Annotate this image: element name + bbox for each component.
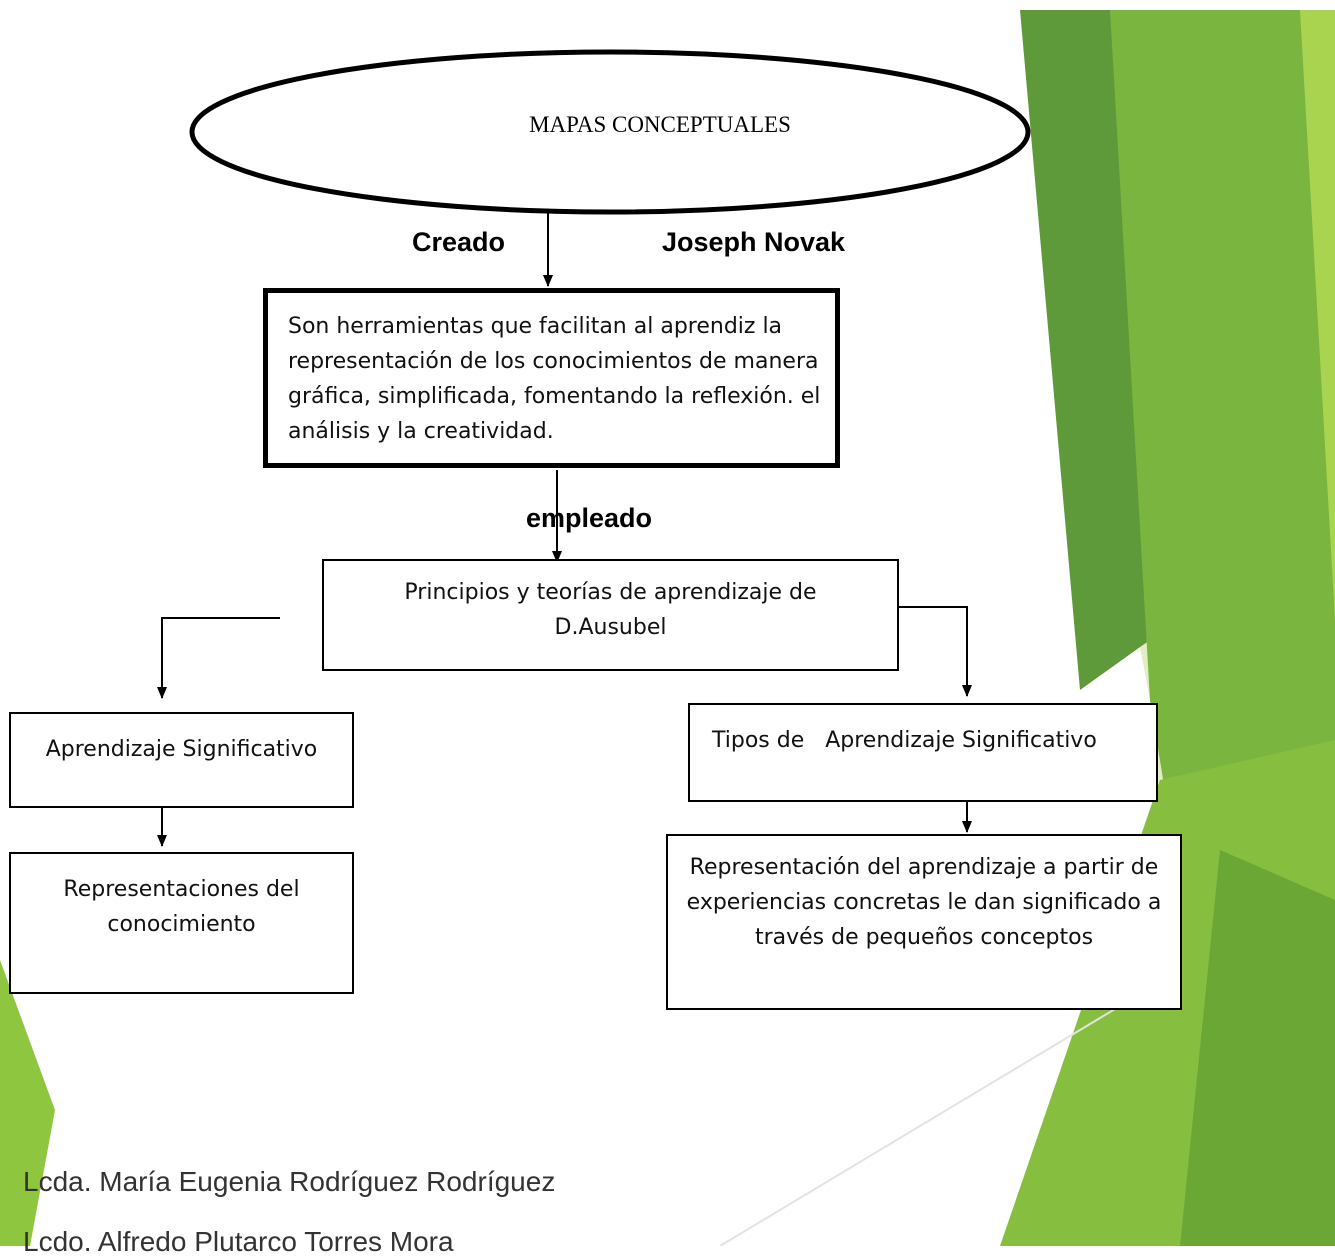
- link-label-created: Creado: [412, 227, 506, 257]
- arrow-principles-to-meaningful: [157, 617, 280, 699]
- node-principles-text: Principios y teorías de aprendizaje de D…: [404, 580, 817, 640]
- node-knowledge-representations-text: Representaciones del conocimiento: [63, 877, 300, 937]
- node-meaningful-learning-text: Aprendizaje Significativo: [45, 737, 318, 762]
- diagram-title: MAPAS CONCEPTUALES: [529, 112, 791, 137]
- node-learning-representation: Representación del aprendizaje a partir …: [666, 834, 1182, 1010]
- node-principles: Principios y teorías de aprendizaje de D…: [322, 559, 899, 671]
- node-knowledge-representations: Representaciones del conocimiento: [9, 852, 354, 994]
- bg-faint-line: [719, 999, 1131, 1246]
- bg-shape-dark: [1020, 10, 1150, 690]
- node-definition: Son herramientas que facilitan al aprend…: [263, 288, 840, 468]
- title-ellipse: [189, 49, 1031, 215]
- node-meaningful-learning: Aprendizaje Significativo: [9, 712, 354, 808]
- node-definition-text: Son herramientas que facilitan al aprend…: [288, 314, 821, 444]
- bg-shape-bottom-left: [0, 960, 55, 1246]
- link-label-used: empleado: [526, 503, 653, 533]
- footer-author-1: Lcda. María Eugenia Rodríguez Rodríguez: [23, 1166, 556, 1197]
- node-learning-representation-text: Representación del aprendizaje a partir …: [686, 855, 1162, 950]
- bg-shape-light: [1300, 10, 1335, 620]
- bg-shape-bottom-dark: [1180, 850, 1335, 1246]
- footer-author-2: Lcdo. Alfredo Plutarco Torres Mora: [23, 1226, 454, 1257]
- node-meaningful-learning-types-text: Tipos de Aprendizaje Significativo: [712, 728, 1097, 753]
- link-label-author: Joseph Novak: [662, 227, 846, 257]
- node-meaningful-learning-types: Tipos de Aprendizaje Significativo: [688, 703, 1158, 802]
